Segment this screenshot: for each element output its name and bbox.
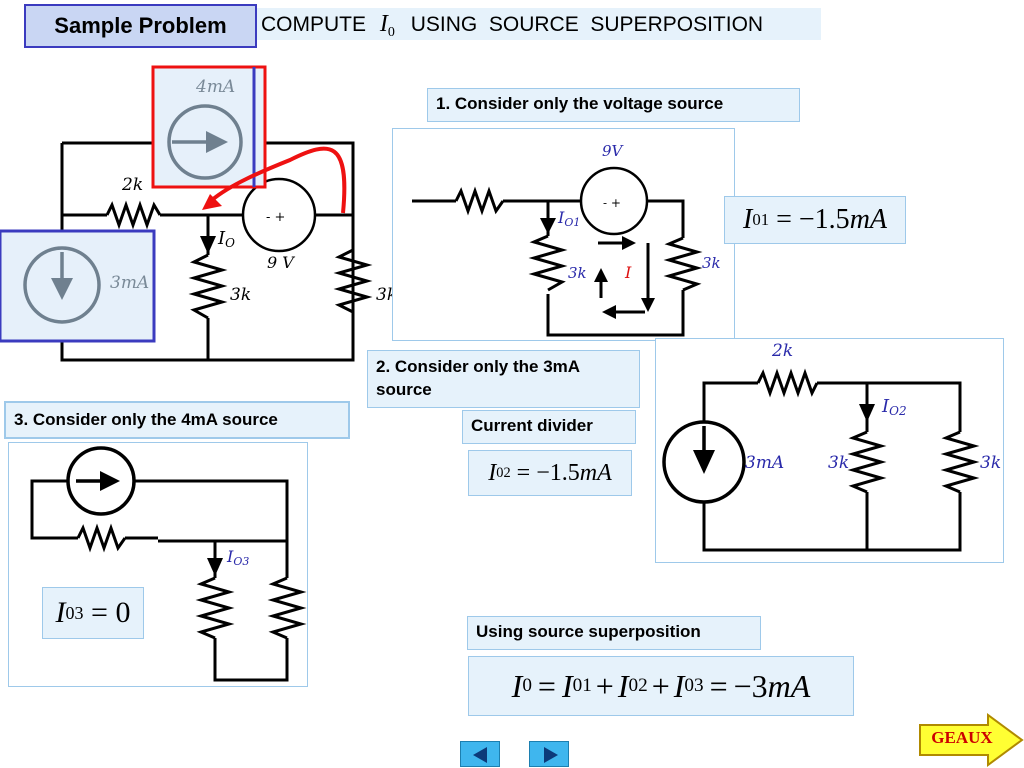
svg-text:IO: IO <box>217 228 235 250</box>
c2-label-2k: 2k <box>771 341 793 361</box>
c2-arrow-down-icon <box>693 450 715 474</box>
red-arrowhead-icon <box>202 194 222 210</box>
current-source-3ma <box>23 246 101 324</box>
arrow-right-icon <box>206 131 228 153</box>
c2-label-3ma: 3mA <box>745 453 784 473</box>
superposition-label: Using source superposition <box>467 616 761 650</box>
c1-label-3k-right: 3k <box>702 254 721 272</box>
next-slide-button[interactable] <box>529 741 569 767</box>
c3-resistor-right <box>267 576 307 640</box>
label-3k-a: 3k <box>230 285 251 305</box>
c1-loop-current: I <box>624 263 632 282</box>
c2-io-arrow-icon <box>859 404 875 422</box>
c2-resistor-right <box>940 430 980 494</box>
svg-text:IO2: IO2 <box>881 396 907 418</box>
triangle-left-icon <box>473 747 487 763</box>
c1-resistor-right <box>663 236 703 292</box>
c3-resistor-left <box>76 523 127 553</box>
geaux-label: GEAUX <box>931 728 993 747</box>
c2-label-3k-mid: 3k <box>828 453 849 473</box>
prev-slide-button[interactable] <box>460 741 500 767</box>
c1-io-arrow-icon <box>540 218 556 234</box>
svg-text:IO1: IO1 <box>557 208 580 229</box>
step1-panel <box>392 128 735 341</box>
vs-label: 9 V <box>267 253 295 272</box>
step3-panel <box>8 442 308 687</box>
voltage-source-9v <box>241 177 317 253</box>
label-2k: 2k <box>121 175 143 195</box>
step2-method: Current divider <box>462 410 636 444</box>
sample-problem-badge: Sample Problem <box>24 4 257 48</box>
resistor-3k-left <box>188 253 228 320</box>
svg-text:IO3: IO3 <box>226 547 249 568</box>
c3-resistor-mid <box>195 576 235 640</box>
c1-voltage-source <box>579 166 649 236</box>
c2-label-3k-right: 3k <box>980 453 1001 473</box>
c3-io-arrow-icon <box>207 558 223 576</box>
arrow-down-icon <box>51 278 73 300</box>
resistor-2k <box>105 200 162 230</box>
c1-vs-label: 9V <box>602 142 625 160</box>
label-4ma: 4mA <box>195 77 235 97</box>
io-arrow-icon <box>200 236 216 254</box>
c2-resistor-2k <box>756 368 819 398</box>
label-3k-b: 3k <box>376 285 397 305</box>
c1-resistor-top <box>454 186 505 216</box>
triangle-right-icon <box>544 747 558 763</box>
page-title: COMPUTE I0 USING SOURCE SUPERPOSITION <box>257 8 821 40</box>
resistor-3k-right <box>333 248 373 314</box>
badge-text: Sample Problem <box>54 13 227 38</box>
svg-text:- +: - + <box>603 196 621 210</box>
current-source-4ma <box>167 104 243 180</box>
step2-label: 2. Consider only the 3mA source <box>367 350 640 408</box>
c3-arrow-right-icon <box>100 471 120 491</box>
vs-polarity: - + <box>266 210 285 225</box>
geaux-arrow-icon <box>919 713 1024 767</box>
c1-label-3k-left: 3k <box>568 264 587 282</box>
c2-resistor-mid <box>847 430 887 494</box>
label-3ma: 3mA <box>110 273 149 293</box>
step3-label: 3. Consider only the 4mA source <box>4 401 350 439</box>
red-curved-arrow <box>210 146 347 214</box>
step1-label: 1. Consider only the voltage source <box>427 88 800 122</box>
geaux-button[interactable]: GEAUX <box>918 713 1024 767</box>
c1-resistor-left <box>528 234 568 292</box>
